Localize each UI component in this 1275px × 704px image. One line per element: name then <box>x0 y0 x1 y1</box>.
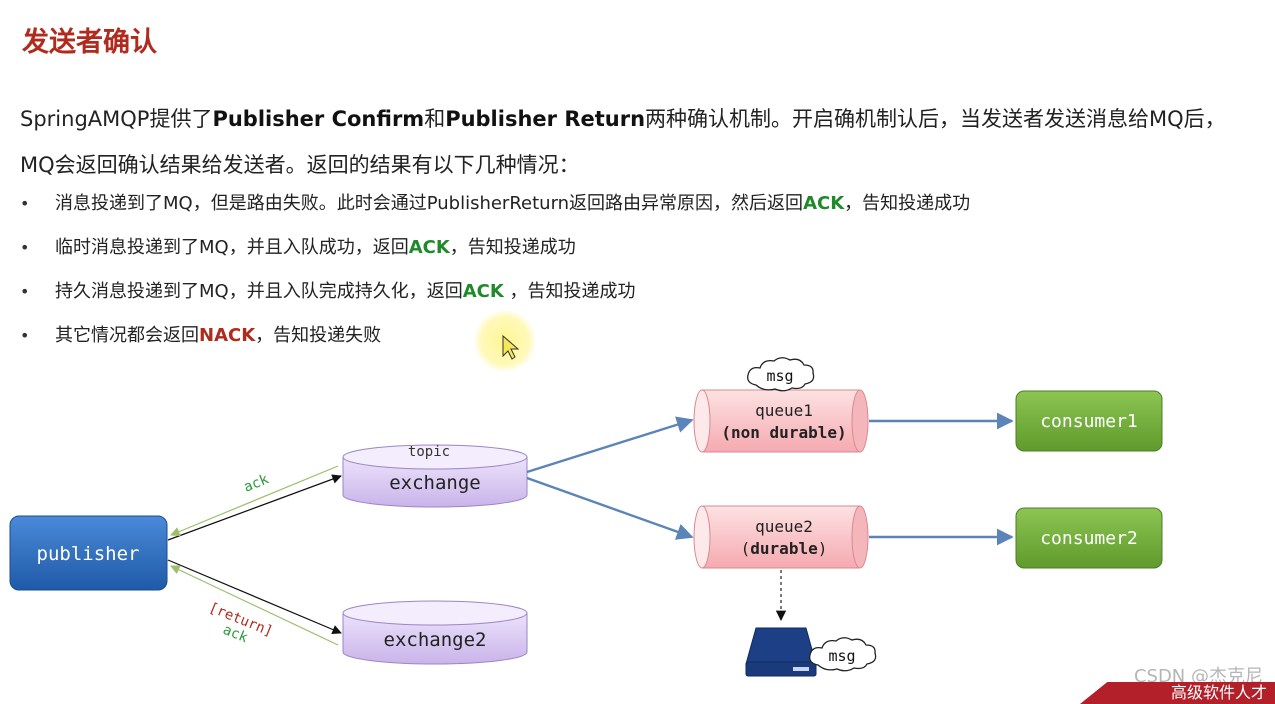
consumer1-label: consumer1 <box>1040 411 1138 432</box>
list-item: 临时消息投递到了MQ，并且入队成功，返回ACK，告知投递成功 <box>20 230 970 274</box>
ack-arrow-bottom <box>170 565 339 646</box>
publisher-node: publisher <box>9 515 168 591</box>
publish-arrow-exchange <box>167 474 342 541</box>
queue2-node: queue2 (durable) <box>693 505 869 569</box>
message-cloud-queue1: msg <box>747 357 815 392</box>
route-arrow-queue1 <box>526 416 694 474</box>
list-item: 持久消息投递到了MQ，并且入队完成持久化，返回ACK ，告知投递成功 <box>20 274 970 318</box>
queue2-durability: (durable) <box>741 539 828 558</box>
msg-label: msg <box>828 647 855 665</box>
list-item: 消息投递到了MQ，但是路由失败。此时会通过PublisherReturn返回路由… <box>20 186 970 230</box>
intro-bold-publisher-return: Publisher Return <box>445 107 646 131</box>
exchange-label: exchange <box>389 472 481 494</box>
ack-keyword: ACK <box>803 193 845 214</box>
result-list: 消息投递到了MQ，但是路由失败。此时会通过PublisherReturn返回路由… <box>20 186 970 362</box>
msg-label: msg <box>766 367 793 385</box>
watermark: CSDN @杰克尼 <box>1133 666 1263 687</box>
bullet-text: ，告知投递成功 <box>844 193 971 214</box>
route-arrow-queue2 <box>526 476 694 540</box>
bullet-text: ，告知投递成功 <box>449 237 576 258</box>
mouse-cursor-icon <box>502 334 520 360</box>
bullet-text: 持久消息投递到了MQ，并且入队完成持久化，返回 <box>55 281 463 302</box>
exchange2-label: exchange2 <box>384 629 487 651</box>
page-title: 发送者确认 <box>22 27 157 58</box>
bullet-text: 临时消息投递到了MQ，并且入队成功，返回 <box>55 237 409 258</box>
publisher-label: publisher <box>37 543 140 565</box>
ack-arrow-top <box>170 465 339 537</box>
bullet-text: ，告知投递失败 <box>255 325 382 346</box>
publish-arrow-exchange2 <box>167 559 342 635</box>
intro-text-2: 和 <box>424 107 446 131</box>
queue1-node: queue1 (non durable) <box>693 389 869 453</box>
bullet-text: 其它情况都会返回 <box>55 325 199 346</box>
queue1-label: queue1 <box>755 401 813 420</box>
ack-keyword: ACK <box>462 281 504 302</box>
bullet-text: ，告知投递成功 <box>503 281 636 302</box>
corner-banner: 高级软件人才 <box>1080 682 1275 704</box>
intro-text-1: SpringAMQP提供了 <box>20 107 213 131</box>
consumer2-label: consumer2 <box>1040 528 1138 549</box>
nack-keyword: NACK <box>199 325 256 346</box>
ack-label-top: ack <box>242 471 272 496</box>
exchange-type-label: topic <box>408 444 450 460</box>
intro-text-3: 两种确认机制。开启确机制认后，当发送者发送消息给MQ后，MQ会返回确认结果给发送… <box>20 107 1226 177</box>
queue1-durability: (non durable) <box>721 423 846 442</box>
intro-bold-publisher-confirm: Publisher Confirm <box>212 107 425 131</box>
ack-keyword: ACK <box>408 237 450 258</box>
bullet-text: 消息投递到了MQ，但是路由失败。此时会通过PublisherReturn返回路由… <box>55 193 804 214</box>
list-item: 其它情况都会返回NACK，告知投递失败 <box>20 318 970 362</box>
exchange2-node: exchange2 <box>342 600 528 665</box>
intro-paragraph: SpringAMQP提供了Publisher Confirm和Publisher… <box>20 96 1260 188</box>
queue2-label: queue2 <box>755 517 813 536</box>
exchange-node: topic exchange <box>342 444 528 508</box>
consumer2-node: consumer2 <box>1015 507 1163 569</box>
disk-icon <box>745 627 817 677</box>
consumer1-node: consumer1 <box>1015 390 1163 452</box>
message-cloud-disk: msg <box>809 637 877 672</box>
